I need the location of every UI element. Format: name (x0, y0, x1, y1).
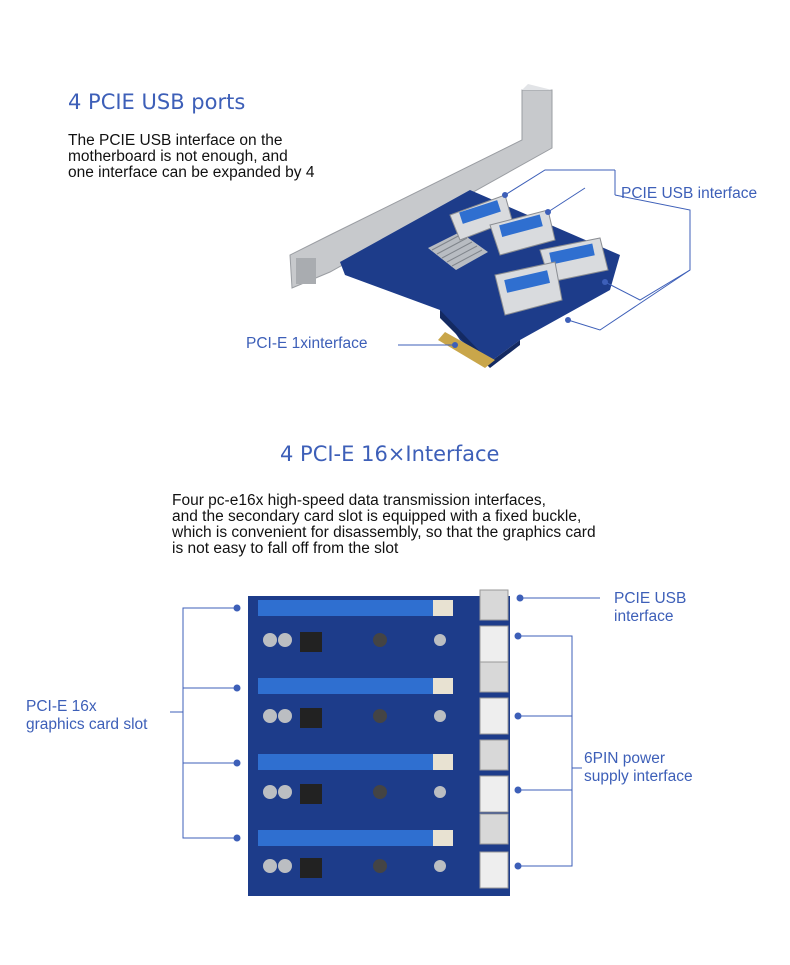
usb-port-2 (489, 209, 556, 256)
label-graphics-card-slot: PCI-E 16x graphics card slot (26, 698, 148, 733)
metal-bracket (289, 84, 553, 289)
callout-lines-section1 (398, 169, 691, 346)
pcie-16x-slot-1 (258, 600, 433, 616)
callout-dots-right (514, 594, 524, 870)
label-6pin-power: 6PIN power supply interface (584, 750, 693, 785)
section2-description: Four pc-e16x high-speed data transmissio… (172, 492, 596, 557)
usb-ports (449, 194, 609, 316)
callout-dots-section1 (452, 192, 608, 348)
section1-title: 4 PCIE USB ports (68, 90, 246, 114)
usb-port-4 (494, 261, 563, 316)
riser-card-4 (248, 813, 510, 896)
pcie-16x-slot-2 (258, 678, 433, 694)
callout-lines-slot (170, 607, 237, 839)
pcie-16x-slot-3 (258, 754, 433, 770)
label-pcie-usb-interface: PCIE USB interface (621, 185, 758, 202)
riser-card-3 (248, 739, 510, 825)
riser-card-1 (248, 589, 510, 674)
section1-description: The PCIE USB interface on the motherboar… (68, 132, 315, 181)
heatsink (428, 232, 488, 270)
pcie-1x-gold-fingers (438, 332, 495, 368)
callout-dots-slot (233, 604, 241, 842)
usb-card-illustration (289, 84, 691, 368)
callout-lines-right (518, 597, 600, 867)
riser-card-2 (248, 661, 510, 750)
label-pcie-1x-interface: PCI-E 1xinterface (246, 335, 368, 352)
pcie-16x-slot-4 (258, 830, 433, 846)
label-pcie-usb-interface-2: PCIE USB interface (614, 590, 687, 625)
section2-title: 4 PCI-E 16×Interface (280, 442, 500, 466)
